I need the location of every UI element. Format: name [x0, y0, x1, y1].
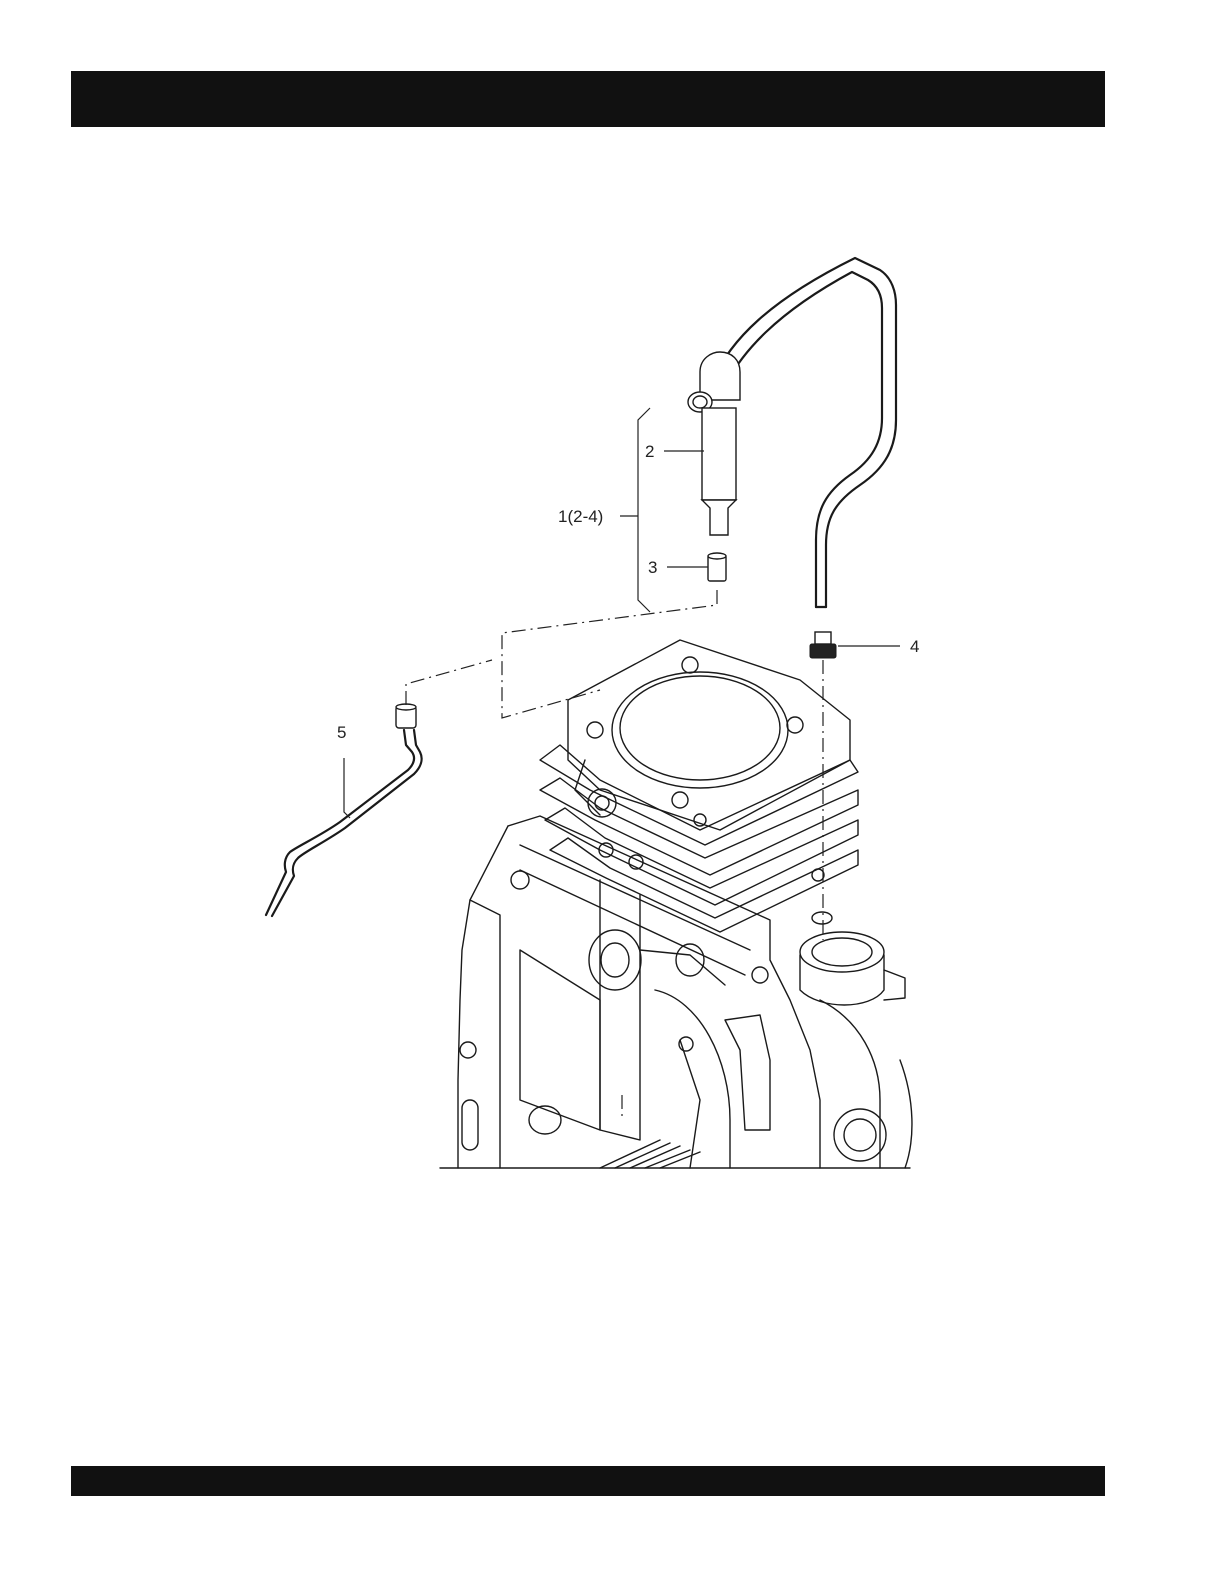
grommet: [810, 632, 836, 658]
assembly-bracket: [638, 408, 650, 612]
breather-pipe: [712, 258, 896, 607]
breather-body: [688, 352, 740, 535]
callout-part-2: 2: [645, 442, 654, 461]
assembly-lines: [406, 590, 823, 1120]
callout-part-3: 3: [648, 558, 657, 577]
callout-part-5: 5: [337, 723, 346, 742]
callout-part-4: 4: [910, 637, 919, 656]
sleeve: [708, 553, 726, 581]
engine-block: [440, 640, 912, 1168]
callout-part-1: 1(2-4): [558, 507, 603, 526]
